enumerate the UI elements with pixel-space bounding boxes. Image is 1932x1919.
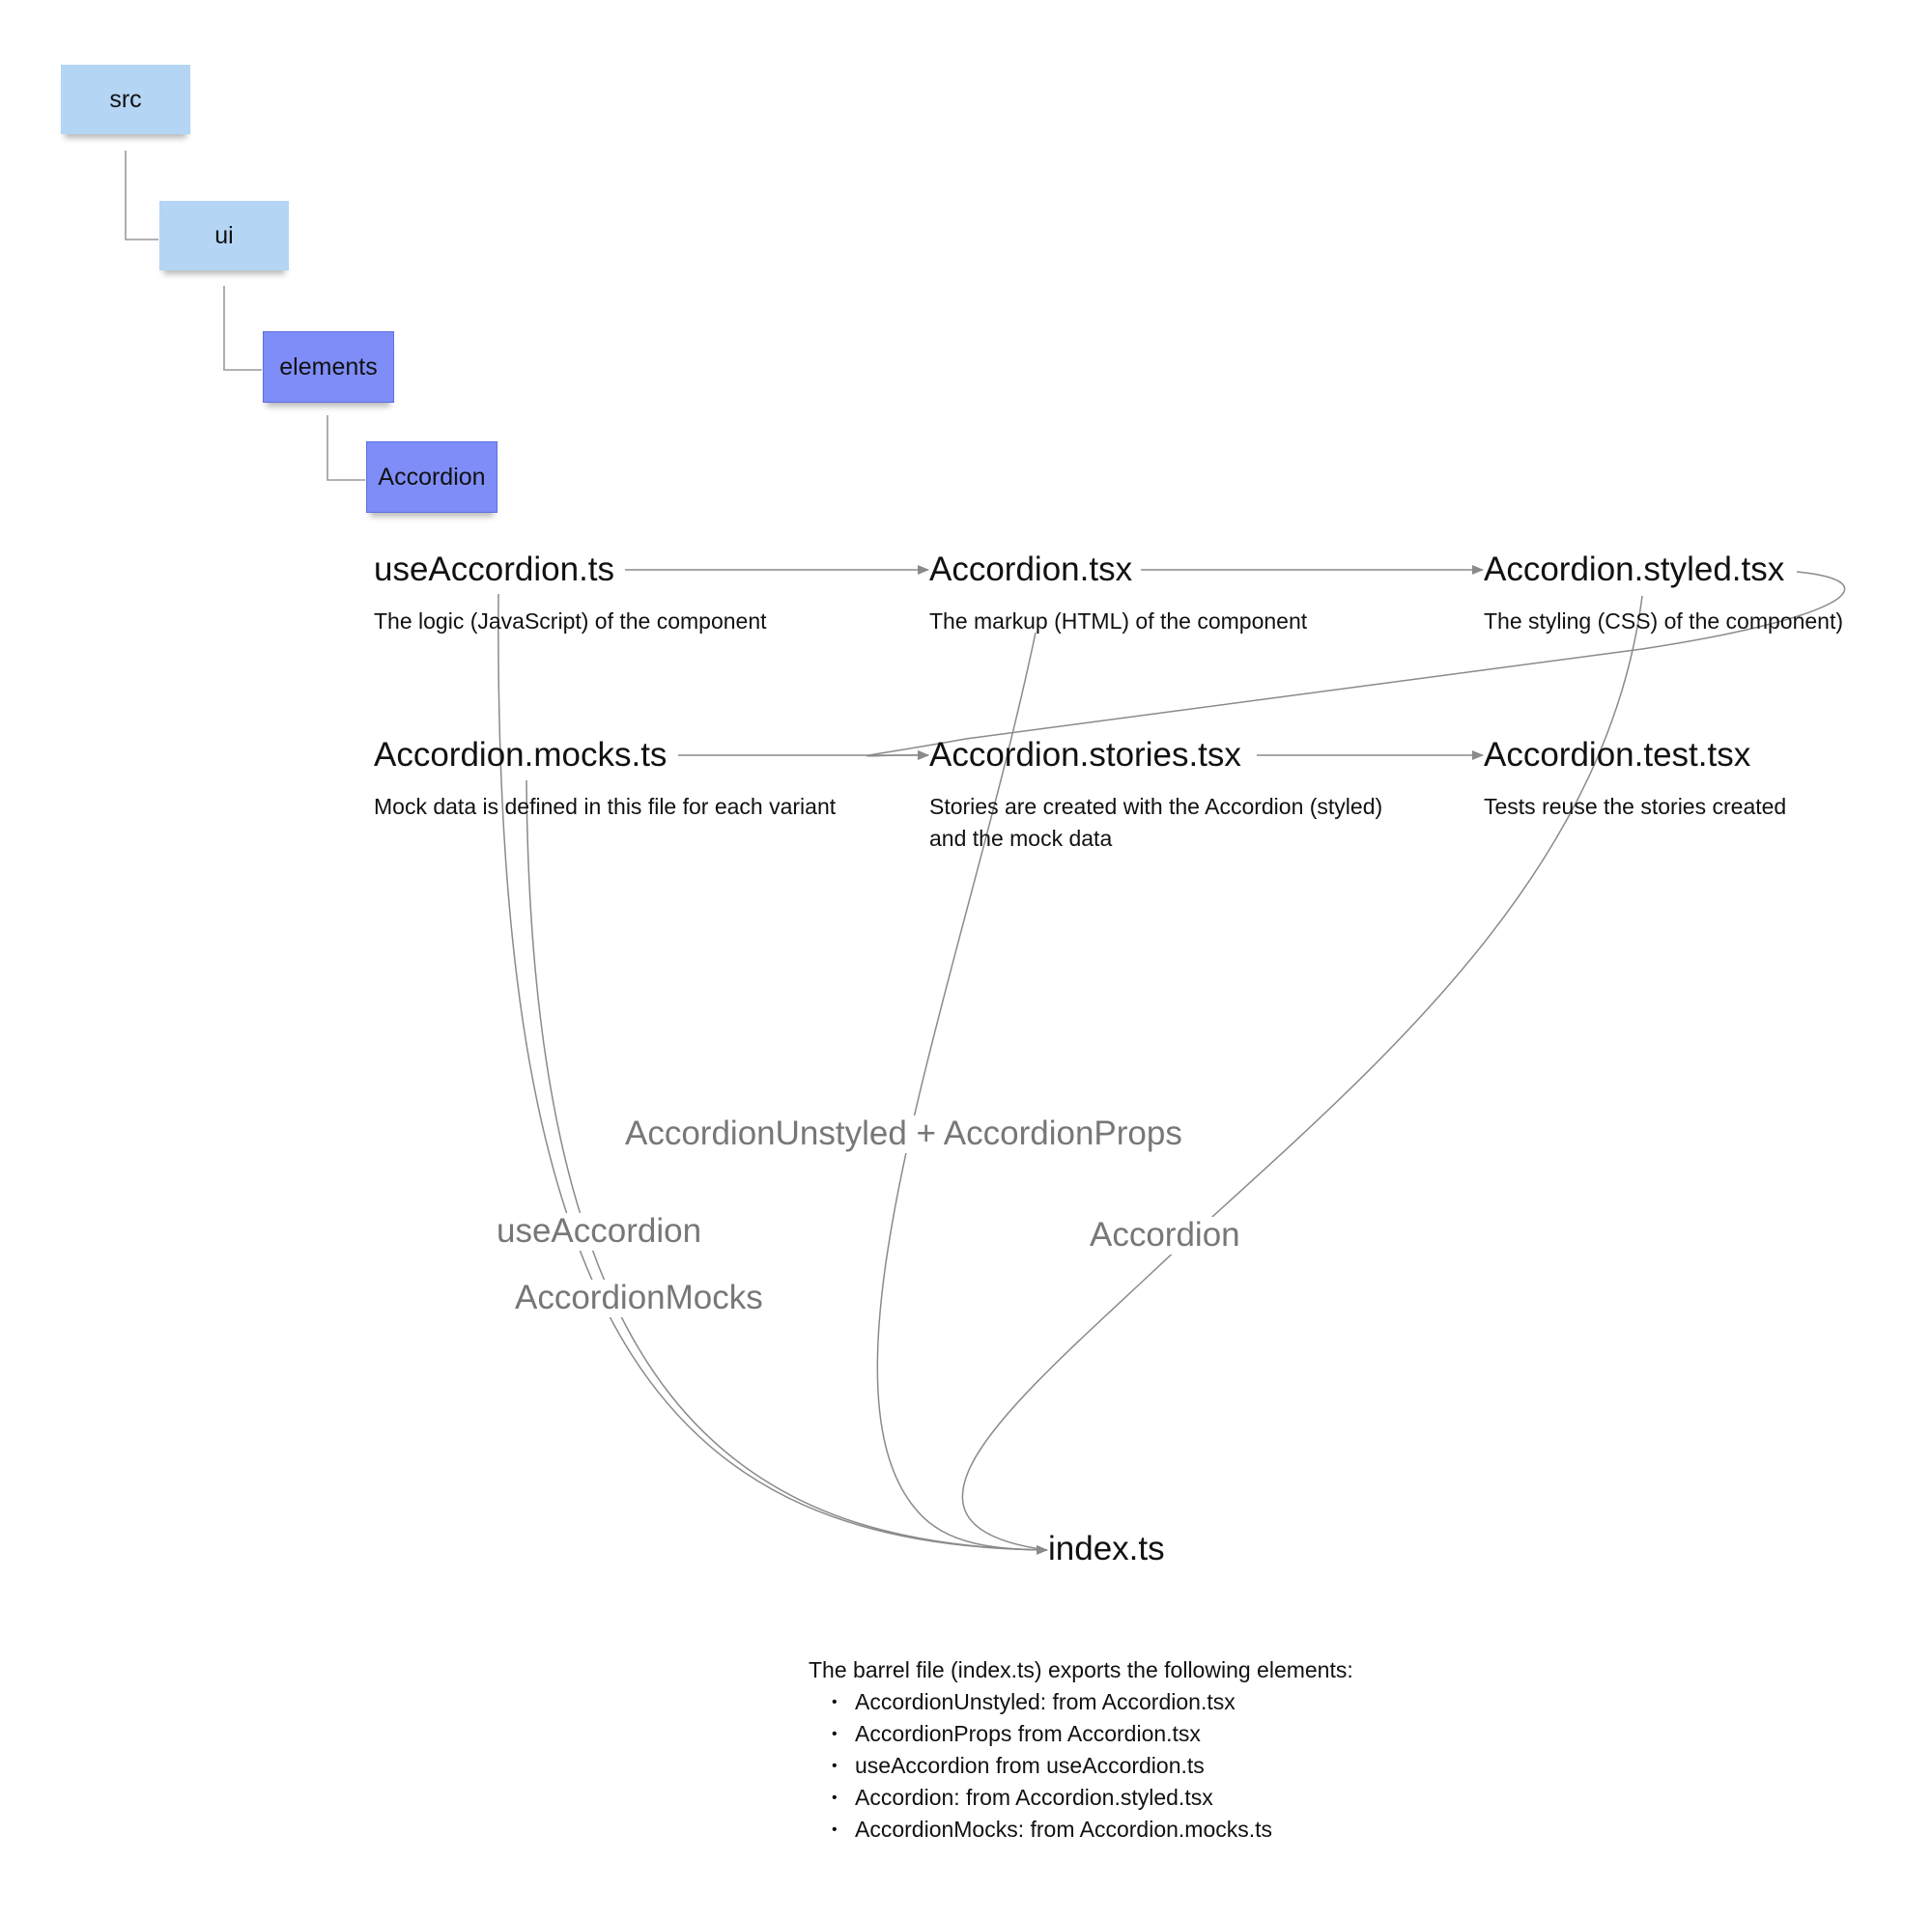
file-description: Mock data is defined in this file for ea…: [374, 791, 836, 823]
description-line: Mock data is defined in this file for ea…: [374, 794, 837, 819]
description-line: Tests reuse the stories created: [1484, 794, 1787, 819]
notes-intro: The barrel file (index.ts) exports the f…: [809, 1657, 1353, 1682]
folder-label: Accordion: [378, 463, 486, 491]
description-line: The styling (CSS) of the component): [1484, 608, 1843, 634]
edge-mocks-to-index: [526, 779, 1048, 1551]
file-name: Accordion.tsx: [929, 550, 1133, 588]
file-description: Stories are created with the Accordion (…: [929, 791, 1382, 855]
file-accordion-tsx: Accordion.tsx The markup (HTML) of the c…: [929, 552, 1307, 637]
file-accordion-test: Accordion.test.tsx Tests reuse the stori…: [1484, 738, 1786, 823]
edge-accordion-tsx-to-index: [876, 632, 1048, 1551]
file-name: Accordion.stories.tsx: [929, 736, 1241, 774]
file-description: The markup (HTML) of the component: [929, 606, 1307, 637]
file-use-accordion: useAccordion.ts The logic (JavaScript) o…: [374, 552, 767, 637]
barrel-notes: The barrel file (index.ts) exports the f…: [809, 1654, 1353, 1846]
export-item: AccordionProps from Accordion.tsx: [832, 1718, 1353, 1750]
file-name: Accordion.test.tsx: [1484, 736, 1751, 774]
edge-useaccordion-to-index: [497, 593, 1048, 1555]
edge-label-use-accordion: useAccordion: [495, 1212, 704, 1251]
folder-label: elements: [279, 353, 378, 381]
description-line: The logic (JavaScript) of the component: [374, 608, 767, 634]
folder-label: ui: [214, 221, 234, 249]
export-item: useAccordion from useAccordion.ts: [832, 1750, 1353, 1782]
edge-label-accordion-mocks: AccordionMocks: [513, 1279, 765, 1317]
export-list: AccordionUnstyled: from Accordion.tsx Ac…: [809, 1686, 1353, 1846]
edge-label-accordion: Accordion: [1088, 1216, 1242, 1255]
description-line: and the mock data: [929, 826, 1113, 851]
file-description: Tests reuse the stories created: [1484, 791, 1786, 823]
edge-styled-to-stories: [866, 571, 1846, 760]
folder-label: src: [109, 85, 142, 113]
file-accordion-mocks: Accordion.mocks.ts Mock data is defined …: [374, 738, 836, 823]
folder-accordion[interactable]: Accordion: [366, 441, 497, 513]
file-name: Accordion.styled.tsx: [1484, 550, 1785, 588]
export-item: AccordionMocks: from Accordion.mocks.ts: [832, 1814, 1353, 1846]
tree-connector-src-ui: [125, 151, 158, 240]
file-description: The styling (CSS) of the component): [1484, 606, 1843, 637]
description-line: The markup (HTML) of the component: [929, 608, 1308, 634]
file-name: Accordion.mocks.ts: [374, 736, 668, 774]
folder-ui[interactable]: ui: [159, 201, 289, 270]
file-accordion-styled: Accordion.styled.tsx The styling (CSS) o…: [1484, 552, 1843, 637]
tree-connector-ui-elements: [223, 286, 262, 371]
export-item: Accordion: from Accordion.styled.tsx: [832, 1782, 1353, 1814]
description-line: Stories are created with the Accordion (…: [929, 794, 1383, 819]
file-name: useAccordion.ts: [374, 550, 615, 588]
tree-connector-elements-accordion: [327, 415, 365, 481]
edge-label-unstyled-props: AccordionUnstyled + AccordionProps: [623, 1115, 1184, 1153]
file-description: The logic (JavaScript) of the component: [374, 606, 767, 637]
file-accordion-stories: Accordion.stories.tsx Stories are create…: [929, 738, 1382, 855]
file-index-ts: index.ts: [1048, 1530, 1165, 1567]
export-item: AccordionUnstyled: from Accordion.tsx: [832, 1686, 1353, 1718]
folder-src[interactable]: src: [61, 65, 190, 134]
folder-elements[interactable]: elements: [263, 331, 394, 403]
